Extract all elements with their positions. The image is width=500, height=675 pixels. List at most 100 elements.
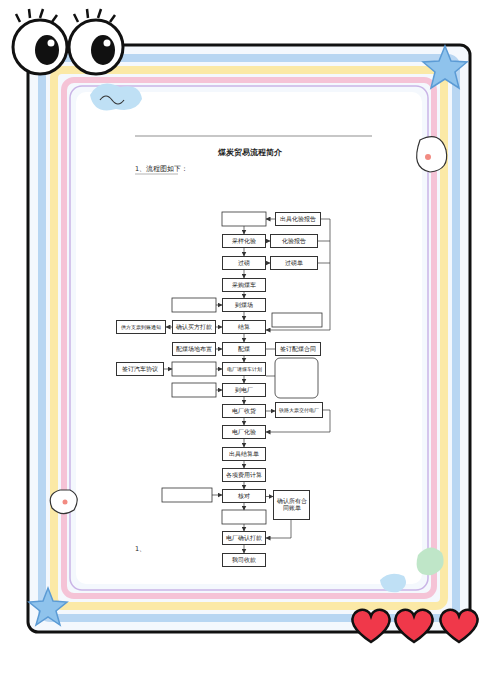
box-text: 配煤 [238,345,250,352]
leader-line [320,219,330,220]
box-text: 到电厂 [235,386,253,393]
process-box: 我司收款 [222,553,266,567]
blue-blob [380,574,406,593]
box-text: 电厂请煤车计划 [227,366,262,372]
eyes [13,9,123,74]
star [423,46,467,88]
flow-arrow [244,292,245,298]
flow-arrow [244,248,245,256]
process-box: 配煤场地布置 [172,342,216,356]
process-box: 电厂收货 [222,404,266,418]
empty-box [272,313,322,327]
leader-line [212,495,222,496]
leader-line [244,503,245,510]
box-text: 各项费用计算 [226,472,262,479]
box-text: 供方支票到账通知 [121,324,161,330]
empty-box [162,488,212,502]
process-box: 配煤 [222,342,266,356]
process-box: 签订汽车协议 [116,362,164,376]
doodles [50,83,446,592]
frame-outline [28,45,470,632]
box-text: 出具结算单 [229,450,259,457]
box-text: 铁路大票交付电厂 [279,407,319,413]
layout-lines [164,219,330,538]
process-box: 过磅 [222,256,266,270]
empty-box [172,298,216,312]
cloud-face [50,490,77,514]
process-box: 确认买方打款 [172,320,216,334]
process-box: 化验报告 [270,234,318,248]
note-text: 1、流程图如下： [135,165,188,174]
box-text: 电厂化验 [232,428,256,435]
process-box: 电厂确认打款 [222,531,266,545]
flow-arrow [244,356,245,362]
cheek [63,500,68,505]
note-text: 1、 [135,545,146,554]
leader-line [266,376,275,377]
flow-arrow [266,496,273,497]
star [29,588,67,625]
box-text: 确认所有合同账单 [275,498,308,511]
box-text: 采购煤车 [232,281,256,288]
header-rule [135,136,372,137]
flow-arrow [216,327,222,328]
blue-blob [90,83,142,110]
box-text: 到煤场 [235,301,253,308]
leader-line [266,219,275,220]
box-text: 签订汽车协议 [122,366,158,373]
process-box: 结算 [222,320,266,334]
eye [69,20,123,74]
flow-arrow [244,461,245,468]
heading-underline [135,174,178,175]
pupil [35,35,59,65]
empty-boxes [162,212,322,524]
title: 煤炭贸易流程简介 [0,148,500,158]
eye-shine [48,40,55,47]
leader-line [164,369,172,370]
leader-line [266,520,291,538]
flow-arrow [266,263,270,264]
process-box: 签订配煤合同 [275,342,321,356]
empty-box [222,212,266,226]
process-box: 过磅单 [270,256,318,270]
frame-purple-line [70,86,428,590]
box-text: 过磅单 [285,259,303,266]
flow-arrow [244,545,245,553]
process-box: 出具化验报告 [275,212,321,226]
empty-box [172,383,216,397]
squiggle [100,96,124,104]
hearts [352,610,477,642]
heart [395,610,432,642]
box-text: 结算 [238,323,250,330]
flow-arrow [216,349,222,350]
frame-blue-band [42,58,456,618]
flow-arrow [244,376,245,383]
box-text: 过磅 [238,259,250,266]
process-box: 确认所有合同账单 [273,490,310,520]
leader-line [244,524,245,531]
flow-arrow [266,349,275,350]
leader-line [244,226,245,234]
box-text: 我司收款 [232,556,256,563]
box-text: 配煤场地布置 [176,346,212,353]
flow-arrow [244,312,245,320]
process-box: 采样化验 [222,234,266,248]
paper [76,92,422,584]
box-text: 核对 [238,492,250,499]
box-text: 确认买方打款 [176,324,212,331]
flow-arrow [266,411,275,412]
flow-arrow [166,327,172,328]
eye-shine [104,40,111,47]
flow-arrow [244,270,245,278]
process-box: 电厂化验 [222,425,266,439]
flow-arrow [244,482,245,489]
empty-box [275,358,318,398]
stars [29,46,467,625]
box-text: 采样化验 [232,237,256,244]
leader-line [330,219,331,241]
box-text: 电厂确认打款 [226,535,262,542]
flow-arrow [244,439,245,447]
frame [28,45,470,632]
